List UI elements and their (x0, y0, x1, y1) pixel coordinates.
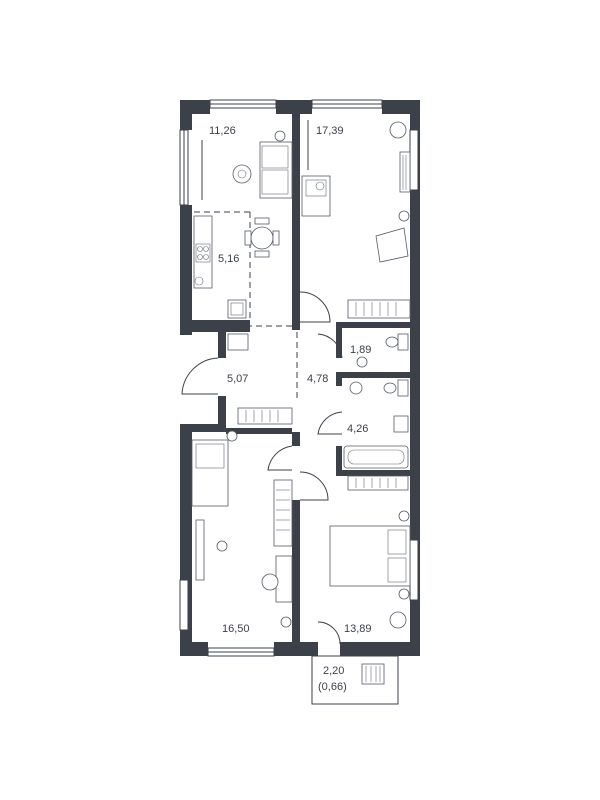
area-label-bathroom: 4,26 (347, 423, 368, 435)
bedroom-top-furniture (301, 120, 411, 319)
area-label-bedroom-left: 16,50 (222, 623, 250, 635)
windows (179, 99, 419, 657)
area-label-bedroom-right: 13,89 (344, 623, 372, 635)
area-label-kitchen-living: 11,26 (209, 125, 236, 137)
area-label-bathroom-small: 1,89 (350, 344, 371, 356)
balcony (311, 655, 399, 705)
area-label-hall: 5,07 (227, 373, 248, 385)
hall-furniture (227, 333, 293, 425)
kitchen-furniture (193, 215, 280, 319)
bedroom-right-furniture (329, 475, 411, 629)
bedroom-left-furniture (191, 430, 293, 628)
living-furniture (201, 130, 293, 200)
room-labels: 11,26 5,16 17,39 1,89 5,07 4,78 4,26 16,… (209, 125, 372, 693)
area-label-balcony-reduced: (0,66) (318, 681, 347, 693)
area-label-corridor: 4,78 (307, 373, 328, 385)
area-label-kitchen: 5,16 (218, 253, 239, 265)
area-label-balcony: 2,20 (323, 665, 344, 677)
zone-lines (194, 211, 298, 400)
area-label-bedroom-top: 17,39 (316, 125, 344, 137)
doors (181, 291, 343, 645)
bathroom-furniture (343, 333, 409, 469)
walls (180, 100, 420, 656)
